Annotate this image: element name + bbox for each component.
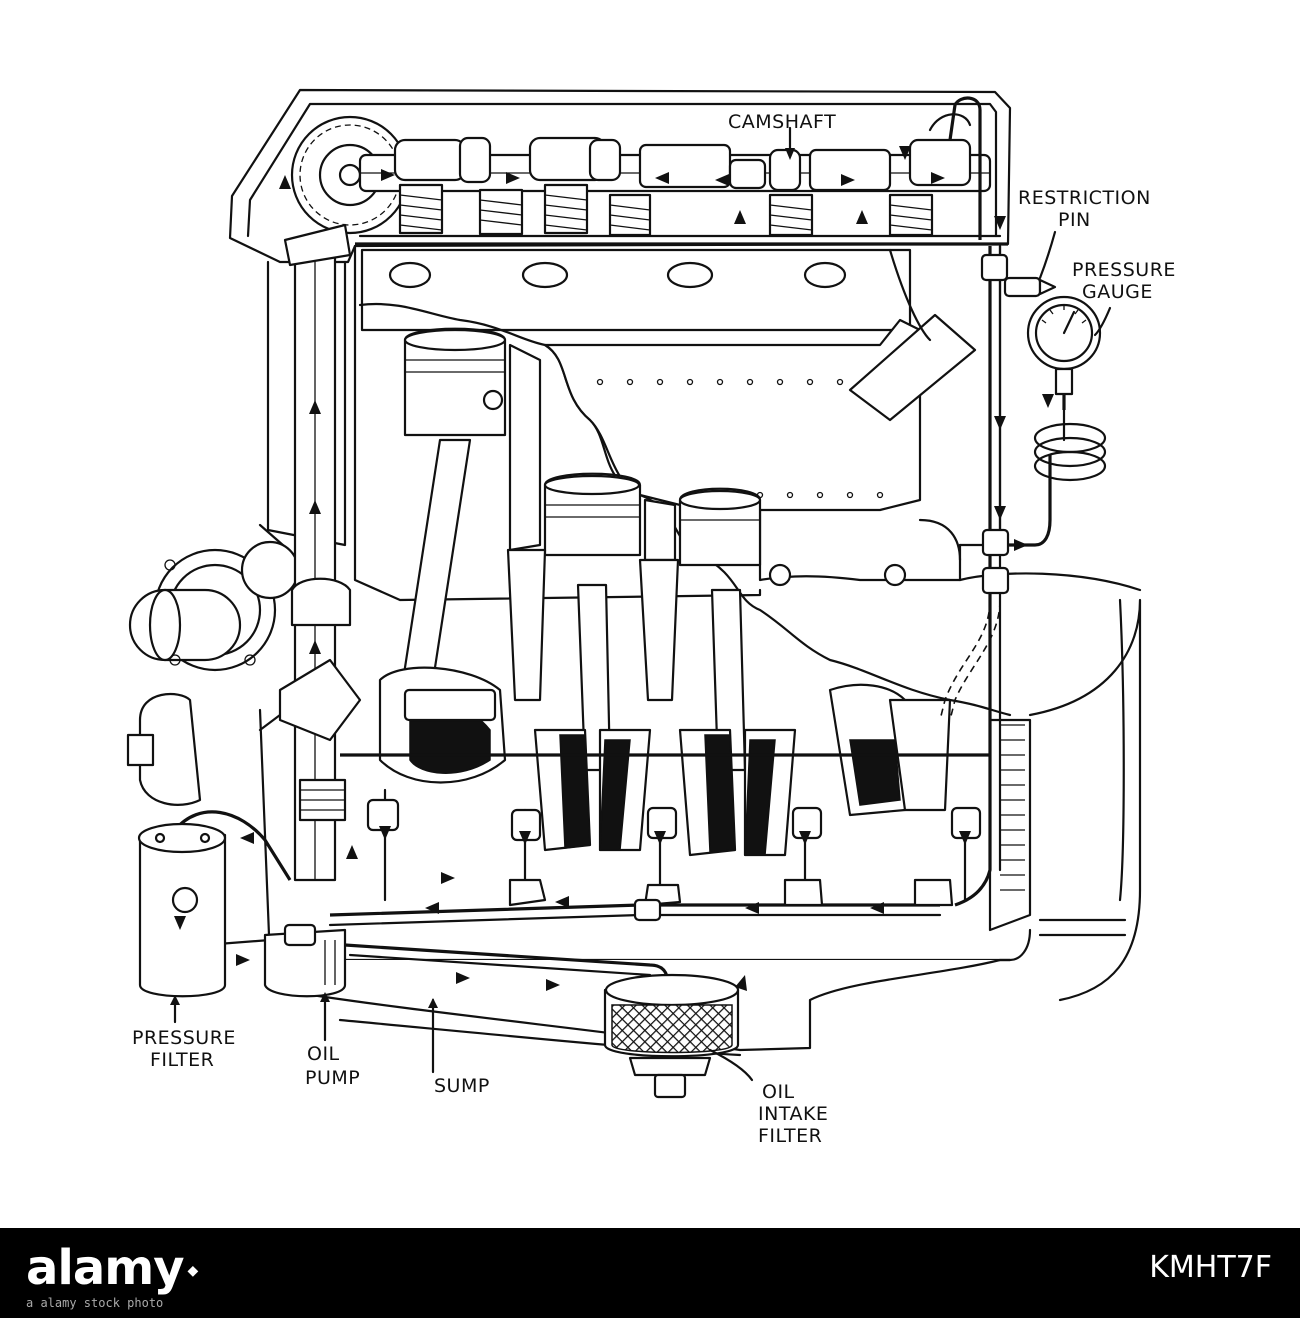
engine-lubrication-diagram: CAMSHAFT RESTRICTION PIN PRESSURE GAUGE …	[126, 88, 1182, 1147]
leader-lines	[170, 126, 1112, 1082]
labels: CAMSHAFT RESTRICTION PIN PRESSURE GAUGE …	[132, 111, 1182, 1147]
label-pressure-gauge: PRESSURE GAUGE	[1072, 259, 1182, 303]
pressure-gauge-leader	[1093, 306, 1112, 337]
pressure-gauge-coil	[1033, 408, 1107, 482]
exhaust-manifold	[543, 248, 977, 512]
camshaft	[358, 113, 992, 237]
brand-name: alamy	[26, 1240, 185, 1296]
label-pressure-filter: PRESSURE FILTER	[132, 1027, 242, 1071]
label-restriction-pin: RESTRICTION PIN	[1018, 187, 1157, 231]
fittings	[366, 253, 1010, 922]
brand-logo: alamy◆	[26, 1240, 198, 1296]
front-cover	[126, 523, 302, 806]
label-oil-pump: OIL PUMP	[305, 1043, 360, 1089]
oil-pump	[263, 923, 347, 998]
restriction-pin-leader	[1038, 230, 1057, 280]
oil-intake-filter-leader	[708, 1048, 754, 1082]
piston-2	[543, 472, 642, 772]
label-sump: SUMP	[434, 1075, 490, 1097]
pressure-gauge	[1026, 295, 1107, 482]
piston-3	[678, 487, 762, 772]
image-id: KMHT7F	[1149, 1250, 1272, 1285]
label-oil-intake-filter: OIL INTAKE FILTER	[758, 1081, 835, 1147]
crank-webs	[533, 683, 952, 857]
flow-arrows	[174, 146, 1054, 991]
crankshaft	[340, 666, 1032, 932]
pistons	[398, 327, 762, 772]
restriction-pin	[1003, 276, 1057, 298]
piston-1	[398, 327, 507, 702]
valve-springs	[398, 183, 934, 237]
manifold-lugs	[388, 261, 847, 289]
flywheel	[988, 718, 1032, 932]
cylinder-block	[266, 244, 1002, 602]
oil-pump-drive	[278, 223, 362, 882]
block-lower	[758, 508, 962, 587]
label-camshaft: CAMSHAFT	[728, 111, 836, 133]
pressure-filter	[137, 822, 227, 998]
oil-intake-filter	[603, 973, 740, 1099]
watermark-text: a alamy stock photo	[26, 1296, 164, 1310]
rocker-assemblies	[393, 113, 972, 192]
watermark-footer: alamy◆ KMHT7F a alamy stock photo	[0, 1228, 1300, 1318]
